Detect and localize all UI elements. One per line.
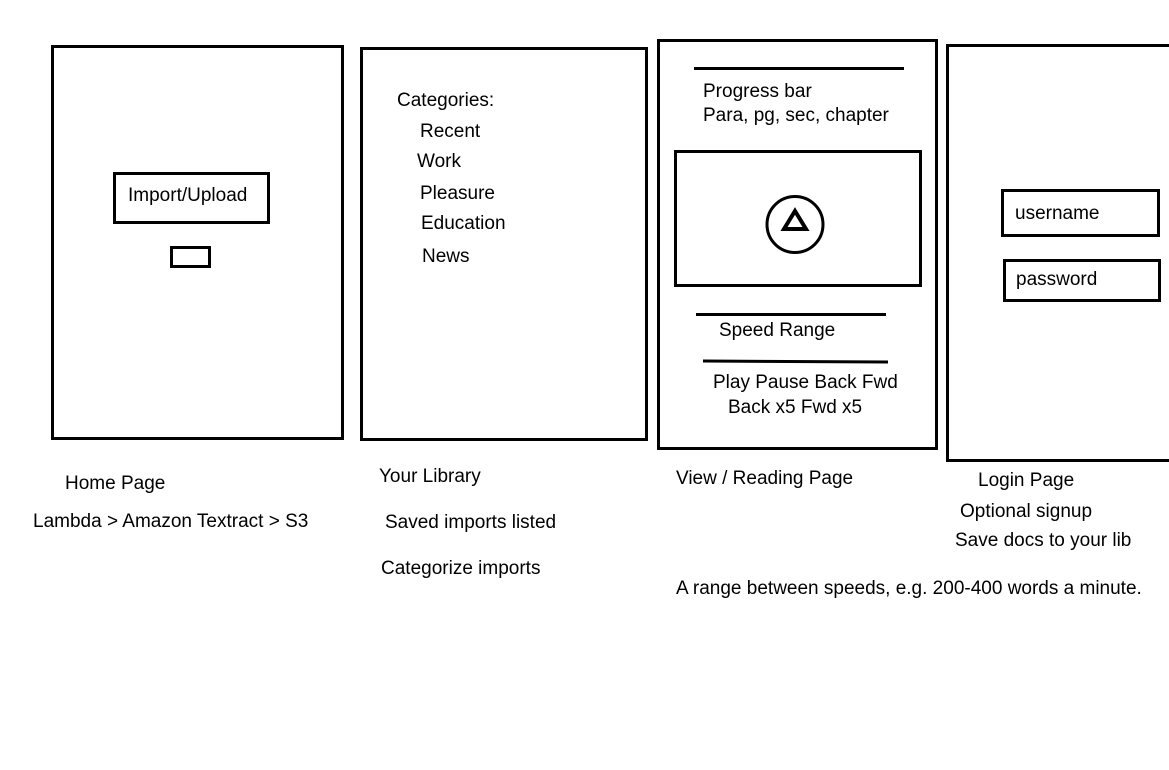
speed-range-slider-top[interactable] (696, 313, 886, 316)
speed-range-label: Speed Range (719, 320, 836, 341)
category-item-news[interactable]: News (422, 246, 470, 267)
playback-controls-primary[interactable]: Play Pause Back Fwd (713, 372, 898, 393)
small-placeholder-button[interactable] (170, 246, 211, 268)
library-note-categorize: Categorize imports (381, 558, 541, 579)
progress-bar[interactable] (694, 67, 904, 70)
category-item-work[interactable]: Work (417, 151, 461, 172)
category-item-pleasure[interactable]: Pleasure (420, 183, 495, 204)
progress-units-label: Para, pg, sec, chapter (703, 105, 889, 126)
home-page-frame (51, 45, 344, 440)
password-placeholder: password (1016, 269, 1098, 290)
import-upload-button[interactable]: Import/Upload (113, 172, 270, 224)
import-upload-label: Import/Upload (128, 185, 248, 206)
login-note-signup: Optional signup (960, 501, 1093, 522)
playback-controls-skip[interactable]: Back x5 Fwd x5 (728, 397, 863, 418)
password-field[interactable]: password (1003, 259, 1161, 302)
reading-speed-note: A range between speeds, e.g. 200-400 wor… (676, 578, 1142, 599)
login-page-frame (946, 44, 1169, 462)
username-placeholder: username (1015, 203, 1100, 224)
library-page-frame (360, 47, 648, 441)
categories-heading: Categories: (397, 90, 495, 111)
play-triangle-icon[interactable] (764, 195, 826, 255)
home-page-note: Lambda > Amazon Textract > S3 (33, 511, 309, 532)
category-item-recent[interactable]: Recent (420, 121, 481, 142)
home-page-caption: Home Page (65, 473, 166, 494)
username-field[interactable]: username (1001, 189, 1160, 237)
progress-bar-label: Progress bar (703, 81, 812, 102)
library-caption: Your Library (379, 466, 481, 487)
login-note-save: Save docs to your lib (955, 530, 1132, 551)
library-note-saved: Saved imports listed (385, 512, 557, 533)
category-item-education[interactable]: Education (421, 213, 506, 234)
reading-page-caption: View / Reading Page (676, 468, 854, 489)
login-page-caption: Login Page (978, 470, 1075, 491)
